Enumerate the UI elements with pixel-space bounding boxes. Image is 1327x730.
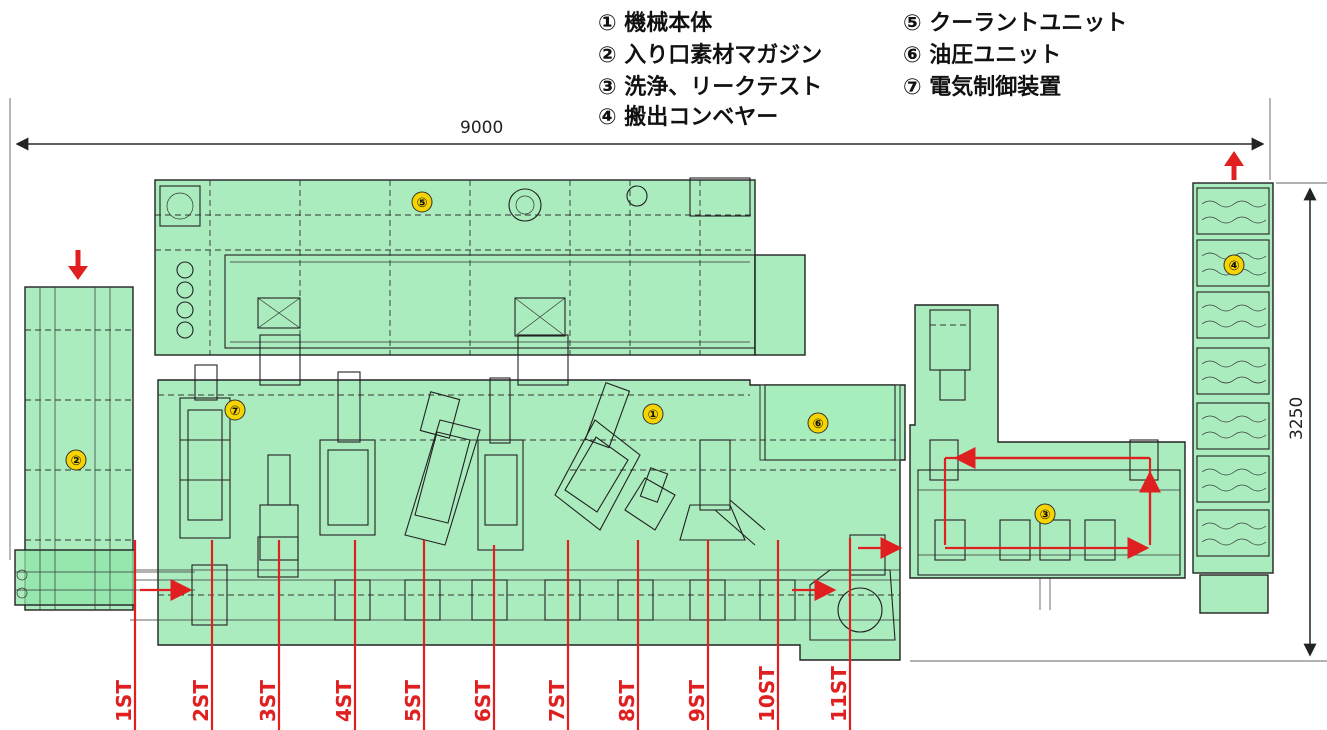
svg-text:⑦: ⑦ <box>229 404 240 419</box>
station-label-6: 6ST <box>471 680 495 722</box>
width-dimension-label: 9000 <box>460 118 503 138</box>
station-label-3: 3ST <box>256 680 280 722</box>
station-labels: 1ST 2ST 3ST 4ST 5ST 6ST 7ST 8ST 9ST 10ST 11ST <box>112 538 852 730</box>
svg-text:④: ④ <box>1228 259 1239 274</box>
marker-machine-body: ① <box>642 403 664 425</box>
width-dimension: 9000 <box>9 98 1271 560</box>
station-label-7: 7ST <box>545 680 569 722</box>
legend: ① 機械本体 ② 入り口素材マガジン ③ 洗浄、リークテスト ④ 搬出コンベヤー… <box>598 11 1127 130</box>
station-label-10: 10ST <box>755 666 779 722</box>
legend-item-hydraulic-unit: ⑥ 油圧ユニット <box>903 43 1061 68</box>
marker-electrical-control: ⑦ <box>224 399 246 421</box>
svg-text:⑥: ⑥ <box>812 417 823 432</box>
marker-input-magazine: ② <box>65 449 87 471</box>
material-flow-arrows <box>140 537 903 601</box>
svg-text:③: ③ <box>1039 508 1050 523</box>
legend-item-coolant-unit: ⑤ クーラントユニット <box>903 11 1127 36</box>
svg-text:①: ① <box>647 408 658 423</box>
marker-output-conveyor: ④ <box>1223 254 1245 276</box>
station-label-1: 1ST <box>112 680 136 722</box>
marker-hydraulic-unit: ⑥ <box>807 412 829 434</box>
svg-text:②: ② <box>70 454 81 469</box>
station-label-5: 5ST <box>401 680 425 722</box>
height-dimension-label: 3250 <box>1287 397 1307 440</box>
station-label-4: 4ST <box>332 680 356 722</box>
station-label-9: 9ST <box>685 680 709 722</box>
height-dimension: 3250 <box>910 182 1327 662</box>
station-label-8: 8ST <box>615 680 639 722</box>
legend-item-input-magazine: ② 入り口素材マガジン <box>598 42 822 68</box>
output-conveyor <box>1192 151 1274 614</box>
legend-item-electrical-control: ⑦ 電気制御装置 <box>903 74 1061 100</box>
input-magazine <box>14 250 195 611</box>
station-label-2: 2ST <box>189 680 213 722</box>
svg-text:⑤: ⑤ <box>416 196 427 211</box>
coolant-unit <box>154 177 806 356</box>
machine-body <box>130 334 906 661</box>
washing-leak-test-unit <box>909 304 1186 610</box>
marker-coolant-unit: ⑤ <box>411 191 433 213</box>
legend-item-machine-body: ① 機械本体 <box>598 11 713 36</box>
marker-washing-leak-test: ③ <box>1034 503 1056 525</box>
legend-item-washing-leak-test: ③ 洗浄、リークテスト <box>598 74 822 100</box>
legend-item-output-conveyor: ④ 搬出コンベヤー <box>598 104 778 130</box>
hydraulic-unit <box>764 384 896 461</box>
station-label-11: 11ST <box>827 666 851 722</box>
